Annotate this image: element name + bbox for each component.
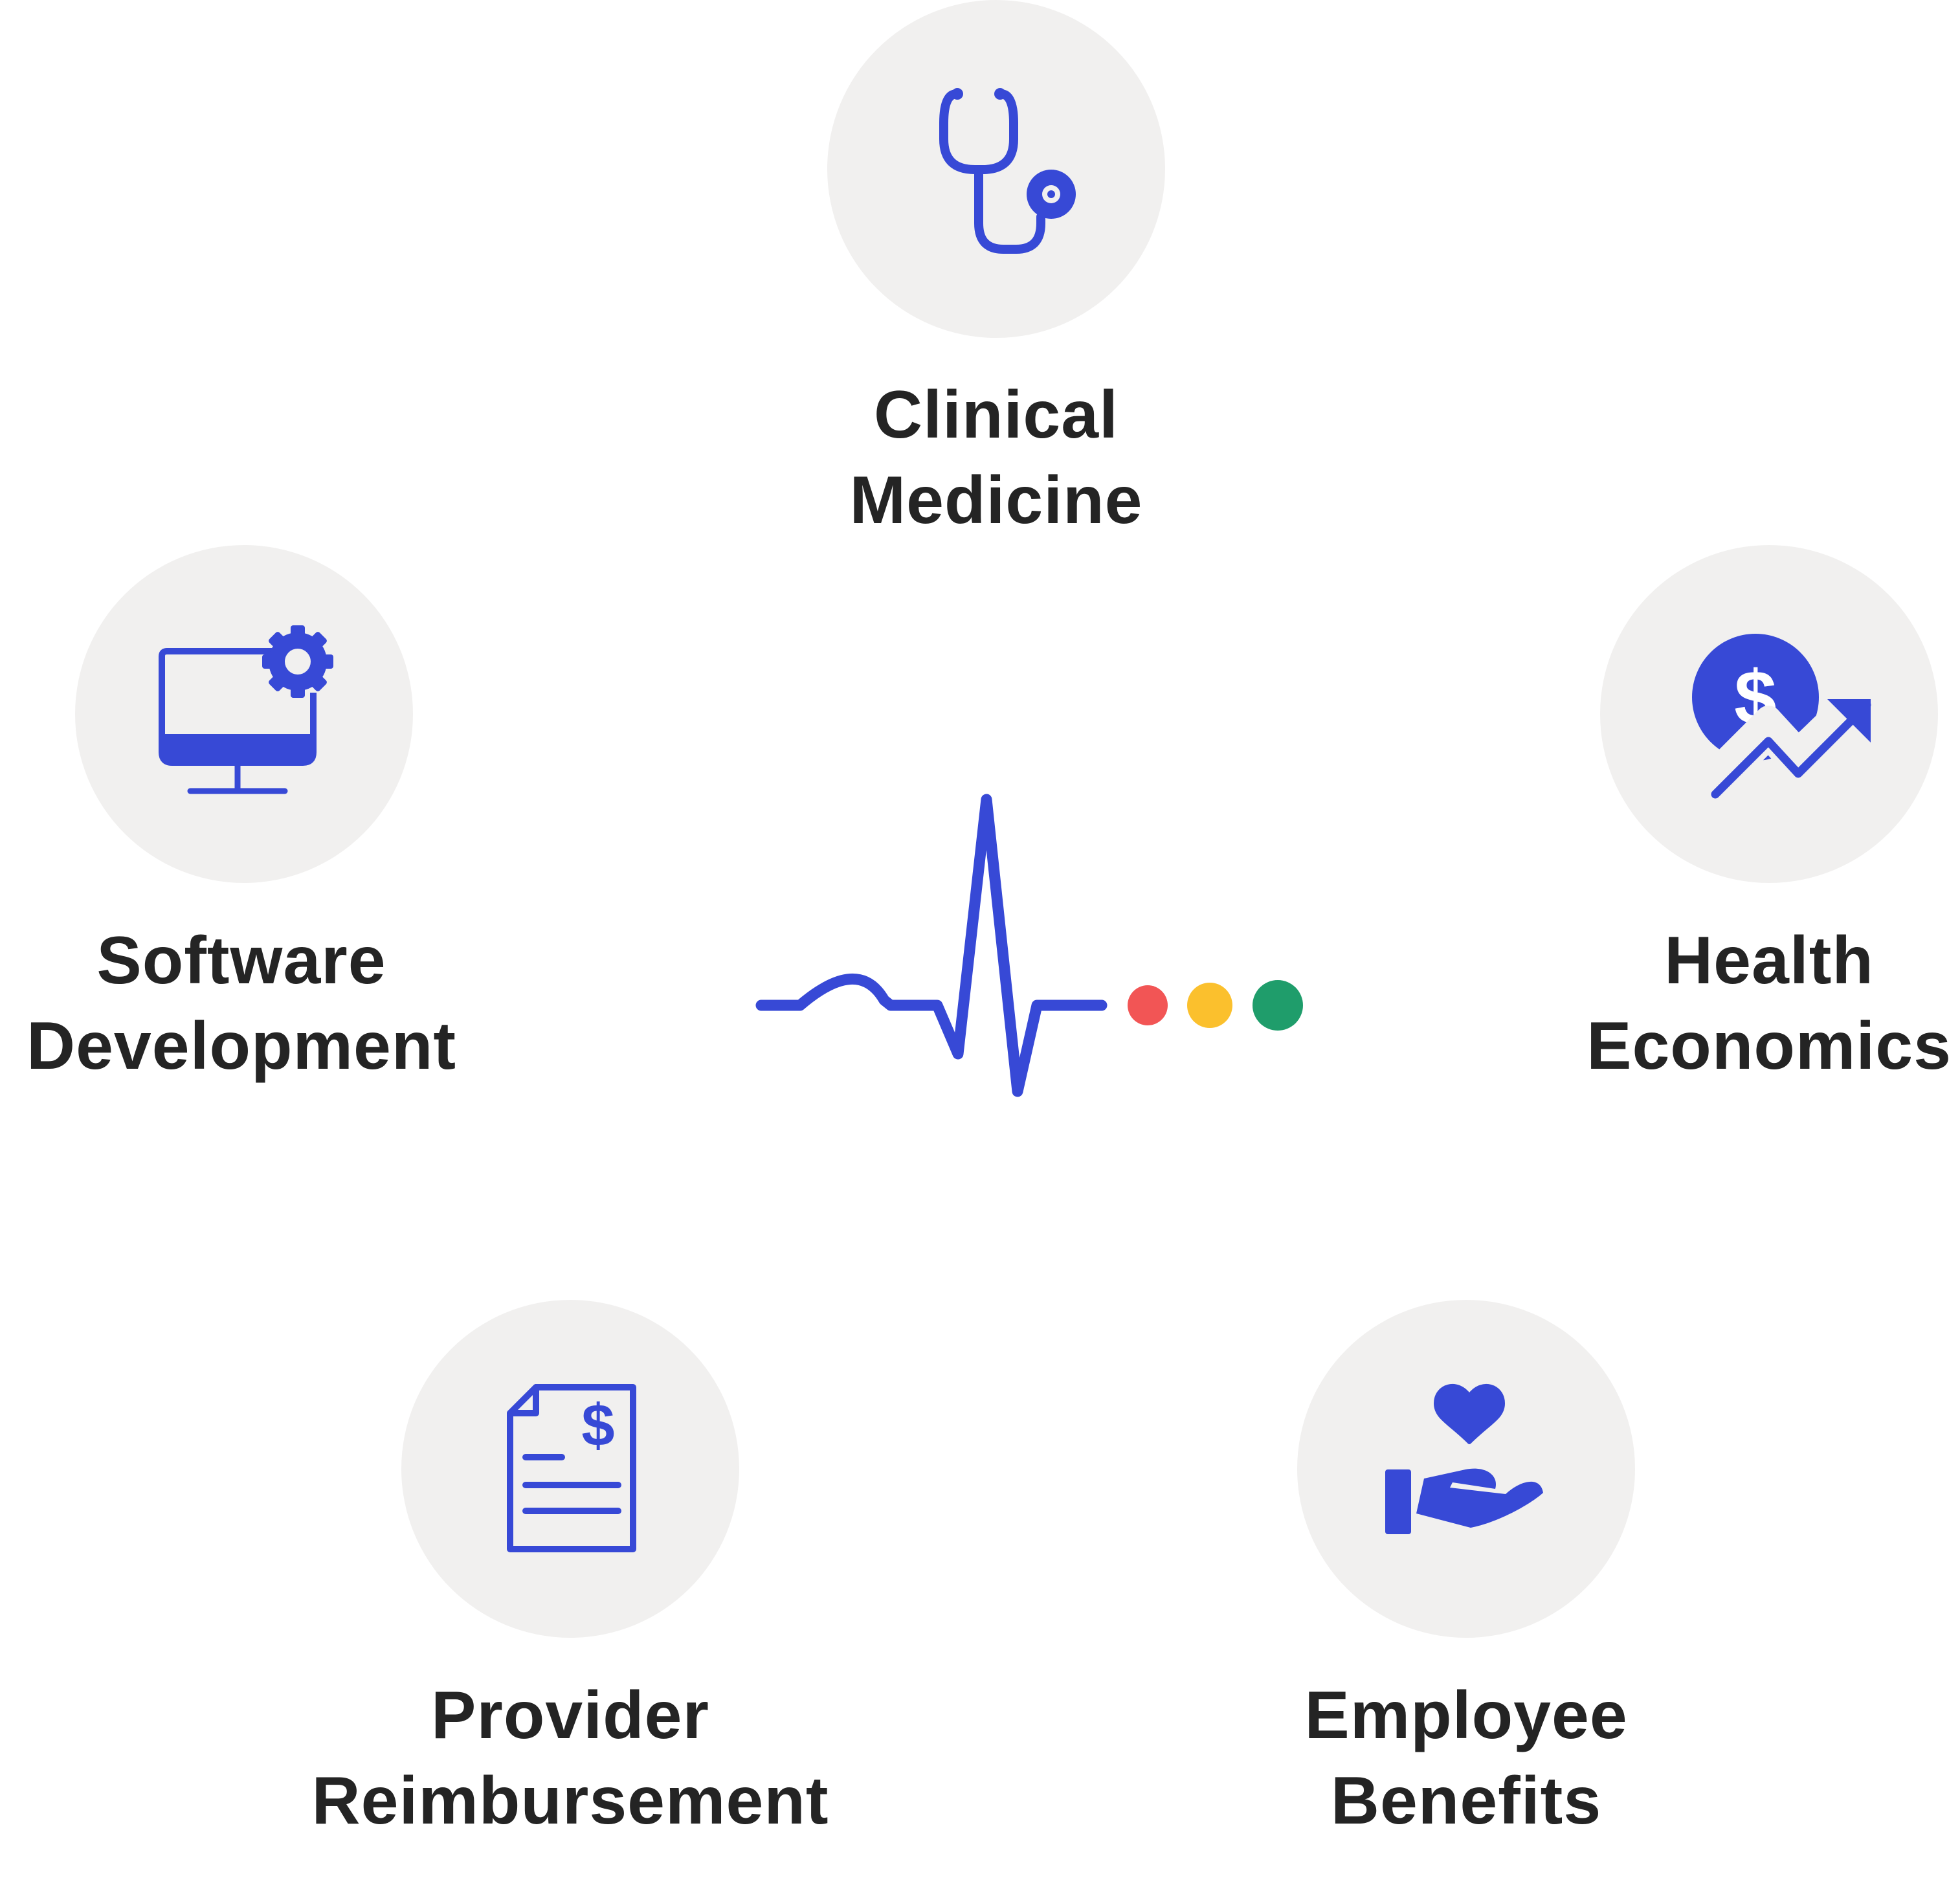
employee-benefits-line1: Employee (1304, 1678, 1628, 1753)
clinical-medicine-circle (827, 0, 1165, 338)
employee-benefits-label: Employee Benefits (1175, 1673, 1757, 1844)
invoice-dollar-icon: $ (507, 1384, 636, 1552)
hand-heart-icon (1385, 1383, 1543, 1534)
provider-reimbursement-label: Provider Reimbursement (279, 1673, 862, 1844)
provider-reimbursement-line2: Reimbursement (311, 1763, 829, 1838)
software-development-line2: Development (26, 1009, 457, 1084)
dollar-growth-chart-icon: $ (1692, 634, 1884, 804)
clinical-medicine-label: Clinical Medicine (705, 372, 1287, 543)
status-dot-green (1253, 980, 1303, 1031)
software-development-label: Software Development (0, 918, 533, 1089)
heartbeat-ecg-icon (751, 790, 1320, 1107)
health-economics-line1: Health (1664, 923, 1874, 998)
stethoscope-icon (939, 88, 1076, 254)
clinical-medicine-line2: Medicine (849, 463, 1143, 538)
employee-benefits-line2: Benefits (1330, 1763, 1602, 1838)
monitor-gear-icon (159, 625, 333, 794)
provider-reimbursement-line1: Provider (431, 1678, 709, 1753)
status-dot-red (1128, 985, 1168, 1025)
clinical-medicine-line1: Clinical (874, 377, 1119, 452)
svg-text:$: $ (581, 1392, 614, 1458)
software-development-line1: Software (96, 923, 386, 998)
software-development-circle (75, 545, 413, 883)
status-dot-yellow (1187, 983, 1232, 1028)
health-economics-label: Health Economics (1478, 918, 1960, 1089)
health-economics-line2: Economics (1587, 1009, 1952, 1084)
provider-reimbursement-circle: $ (401, 1300, 739, 1638)
employee-benefits-circle (1297, 1300, 1635, 1638)
health-economics-circle: $ (1600, 545, 1938, 883)
